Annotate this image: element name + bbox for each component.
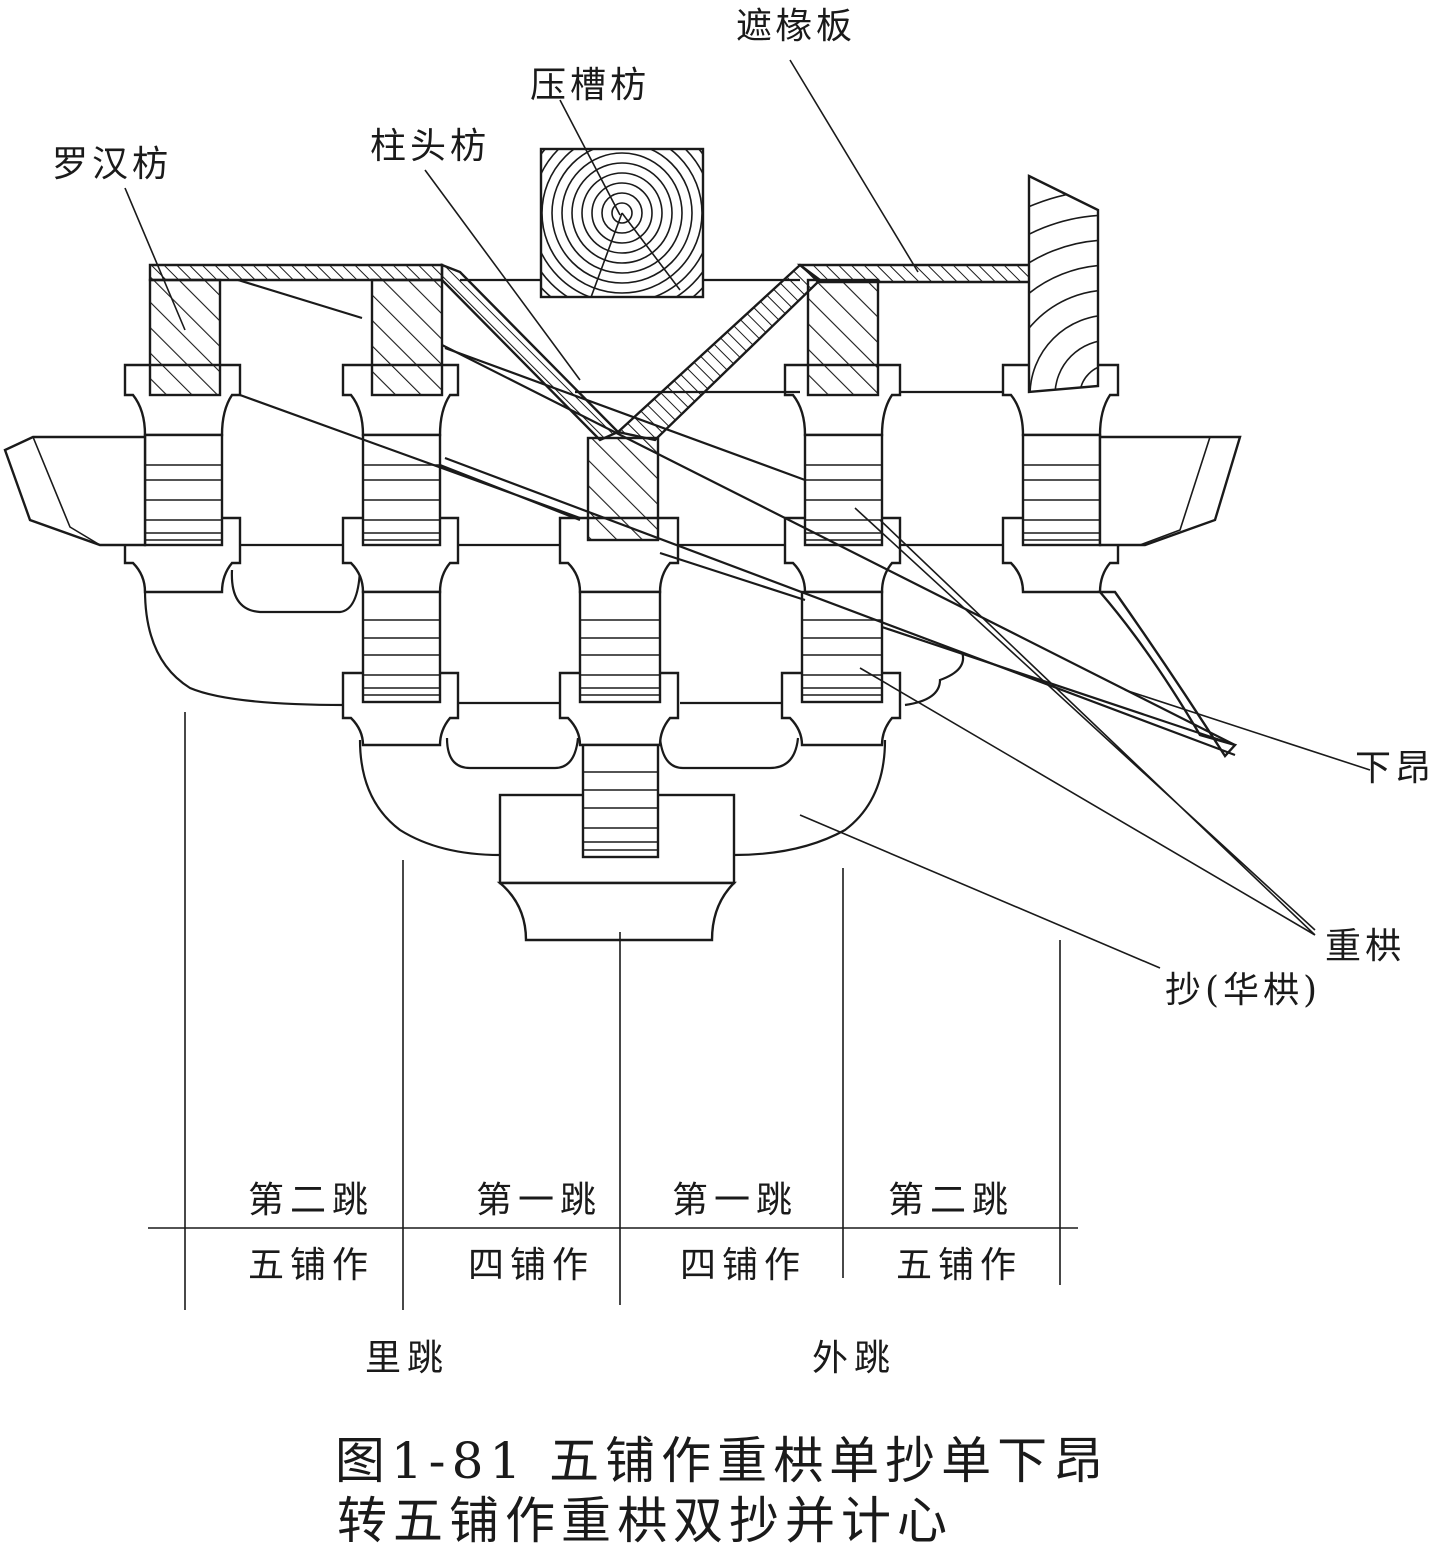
table-bottom-1: 四铺作 [468, 1245, 594, 1286]
luo-han-fang-beam [148, 278, 222, 397]
table-top-1: 第一跳 [476, 1180, 602, 1221]
table-top-0: 第二跳 [248, 1180, 374, 1221]
right-end-arm [1098, 435, 1242, 547]
zhu-tou-fang-beam-center [586, 436, 660, 542]
table-top-3: 第二跳 [888, 1180, 1014, 1221]
label-zhe-chuan-ban: 遮椽板 [736, 6, 856, 47]
ya-cao-fang-block [539, 147, 705, 299]
caption-line-2: 转五铺作重栱双抄并计心 [337, 1492, 953, 1550]
lower-arm-outline [358, 739, 887, 857]
side-label-outer: 外跳 [812, 1338, 896, 1379]
left-end-arm [3, 435, 147, 547]
label-chong-gong: 重栱 [1325, 926, 1405, 967]
caption-line-1: 图1-81 五铺作重栱单抄单下昂 [335, 1432, 1109, 1490]
label-zhu-tou-fang: 柱头枋 [370, 126, 490, 167]
label-luo-han-fang: 罗汉枋 [52, 144, 172, 185]
xia-ang-tail [1097, 590, 1238, 758]
label-xia-ang: 下昂 [1355, 748, 1435, 789]
leader-lines [124, 59, 1371, 969]
zhe-chuan-ban-strip [148, 263, 444, 282]
table-bottom-0: 五铺作 [248, 1245, 374, 1286]
side-label-inner: 里跳 [365, 1338, 449, 1379]
table-bottom-2: 四铺作 [680, 1245, 806, 1286]
table-bottom-3: 五铺作 [896, 1245, 1022, 1286]
table-top-2: 第一跳 [672, 1180, 798, 1221]
ang-head-block [1027, 174, 1100, 394]
zhu-tou-fang-beam-right [806, 278, 880, 397]
dimension-lines [148, 712, 1078, 1310]
left-arm-outline [143, 569, 362, 707]
zhu-tou-fang-beam-left [370, 278, 444, 397]
label-ya-cao-fang: 压槽枋 [530, 65, 650, 106]
label-chao-hua-gong: 抄(华栱) [1165, 970, 1321, 1011]
